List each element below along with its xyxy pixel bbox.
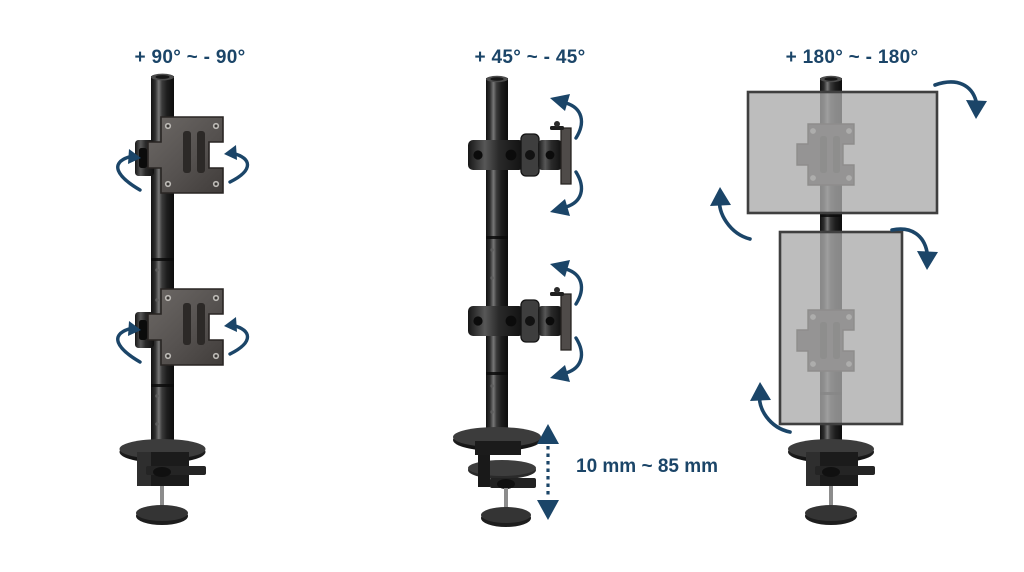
- rotation-arrowhead-mid-right: [917, 251, 938, 270]
- lower-swivel-arrowhead-right: [224, 317, 237, 332]
- lower-tilt-arrowhead-up: [550, 260, 570, 277]
- rotation-arrow-top-right: [933, 80, 978, 103]
- lower-vesa-plate: [135, 288, 224, 366]
- upper-swivel-arrowhead-right: [224, 145, 237, 160]
- lower-monitor-screen: [778, 230, 904, 426]
- lower-tilt-joint: [468, 287, 572, 351]
- mount-pole: [486, 75, 508, 436]
- upper-tilt-arrow-down: [564, 170, 584, 209]
- rotation-caption: + 180° ~ - 180°: [785, 47, 919, 68]
- rotation-panel: + 180° ~ - 180°: [680, 0, 1024, 572]
- rotation-arrowhead-mid-left: [710, 187, 731, 206]
- tilt-illustration: [453, 75, 584, 527]
- height-adjust-arrow: [537, 424, 559, 520]
- rotation-arrow-mid-right: [890, 227, 929, 254]
- swivel-illustration: [116, 73, 250, 525]
- upper-swivel-arrowhead-left: [128, 149, 141, 164]
- upper-tilt-arrowhead-up: [550, 94, 570, 111]
- desk-clamp-base: [453, 427, 541, 527]
- upper-tilt-joint: [468, 121, 572, 185]
- lower-tilt-arrowhead-down: [550, 365, 570, 382]
- rotation-arrowhead-bottom-left: [750, 382, 771, 401]
- height-arrowhead-down: [537, 500, 559, 520]
- lower-tilt-arrow-up: [564, 267, 584, 306]
- tilt-panel: + 45° ~ - 45°: [380, 0, 718, 572]
- desk-clamp-base: [119, 439, 206, 525]
- upper-swivel-arrow-left: [116, 155, 142, 192]
- upper-monitor-screen: [746, 90, 939, 215]
- swivel-caption: + 90° ~ - 90°: [134, 47, 246, 68]
- swivel-panel: + 90° ~ - 90°: [0, 0, 380, 572]
- tilt-caption: + 45° ~ - 45°: [474, 47, 586, 68]
- height-range-label: 10 mm ~ 85 mm: [576, 456, 719, 477]
- upper-tilt-arrowhead-down: [550, 199, 570, 216]
- lower-swivel-arrow-left: [116, 327, 142, 364]
- rotation-illustration: [710, 75, 987, 525]
- height-arrowhead-up: [537, 424, 559, 444]
- upper-vesa-plate: [135, 116, 224, 194]
- desk-clamp-base: [788, 439, 875, 525]
- upper-tilt-arrow-up: [564, 101, 584, 140]
- rotation-arrowhead-top-right: [966, 100, 987, 119]
- lower-tilt-arrow-down: [564, 336, 584, 375]
- lower-swivel-arrowhead-left: [128, 321, 141, 336]
